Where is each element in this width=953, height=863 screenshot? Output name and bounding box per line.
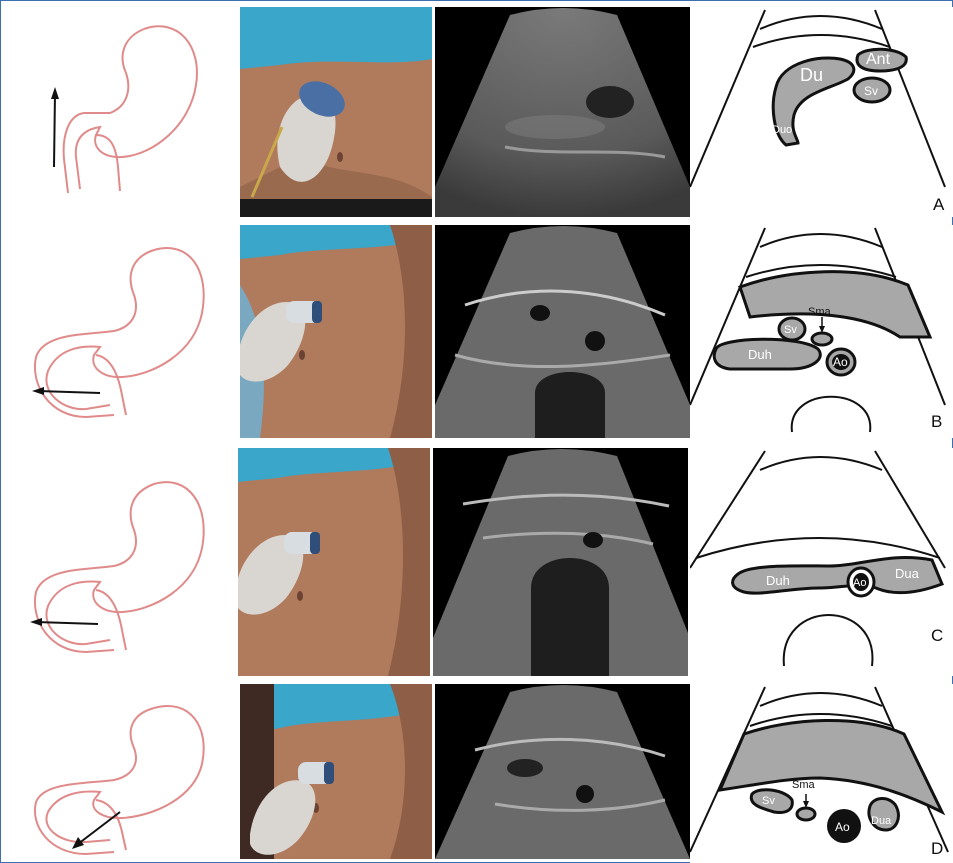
panel-letter-b: B <box>931 412 942 432</box>
ultrasound-image-a <box>435 7 690 217</box>
schematic-diagram-c: Duh Ao Dua C <box>690 448 953 676</box>
schematic-diagram-d: Sma Sv Ao Dua D <box>690 684 953 863</box>
row-a: Du Ant Sv Duo A <box>0 7 953 217</box>
schematic-diagram-a: Du Ant Sv Duo A <box>690 7 953 217</box>
row-c: Duh Ao Dua C <box>0 448 953 676</box>
panel-letter-d: D <box>931 839 943 859</box>
probe-photo-a <box>240 7 432 217</box>
label-dua: Dua <box>895 566 920 581</box>
stomach-sketch-a <box>14 7 224 217</box>
stomach-sketch-d <box>14 684 224 863</box>
panel-letter-c: C <box>931 626 943 646</box>
label-duh: Duh <box>766 573 790 588</box>
label-sma: Sma <box>808 306 832 318</box>
label-sv: Sv <box>784 324 797 336</box>
panel-letter-a: A <box>933 195 944 215</box>
ultrasound-image-d <box>435 684 690 859</box>
probe-photo-d <box>240 684 432 859</box>
label-sma: Sma <box>792 779 816 791</box>
probe-photo-c <box>238 448 430 676</box>
row-b: Sma Sv Duh Ao B <box>0 225 953 438</box>
label-dua: Dua <box>871 815 892 827</box>
label-ao: Ao <box>853 577 866 589</box>
label-duh: Duh <box>748 347 772 362</box>
probe-photo-b <box>240 225 432 438</box>
label-ao: Ao <box>835 820 850 834</box>
row-d: Sma Sv Ao Dua D <box>0 684 953 863</box>
schematic-diagram-b: Sma Sv Duh Ao B <box>690 225 953 438</box>
label-ao: Ao <box>833 355 848 369</box>
stomach-sketch-b <box>14 225 224 438</box>
label-sv: Sv <box>864 84 878 98</box>
label-duo: Duo <box>772 124 792 136</box>
stomach-sketch-c <box>14 448 224 676</box>
ultrasound-image-c <box>433 448 688 676</box>
ultrasound-image-b <box>435 225 690 438</box>
label-sv: Sv <box>762 795 775 807</box>
label-ant: Ant <box>866 51 891 68</box>
label-du: Du <box>800 65 823 85</box>
